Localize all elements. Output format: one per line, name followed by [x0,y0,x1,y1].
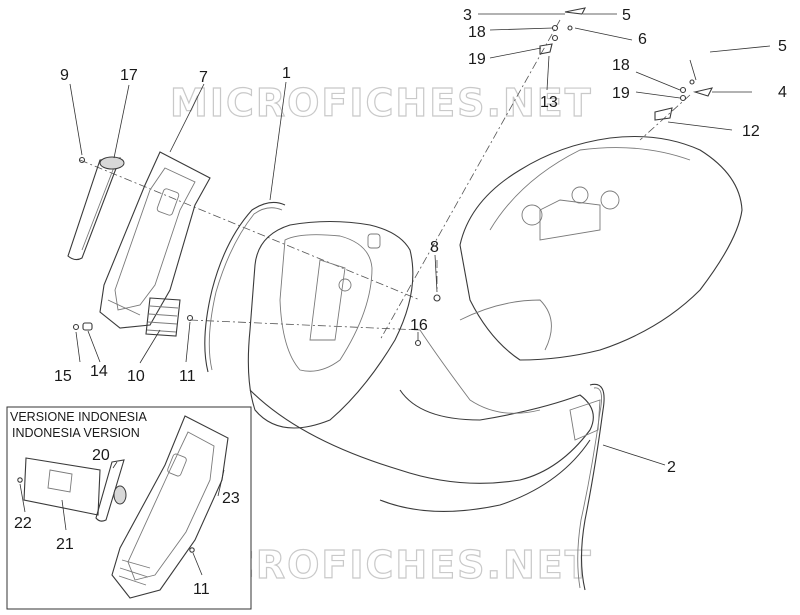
callout-5-right: 5 [778,38,787,55]
part-front-leg-shield [247,220,414,429]
screw-9 [78,156,86,164]
callout-21: 21 [56,536,74,553]
callout-numbers: 1 2 3 4 5 5 6 7 8 9 10 11 11 12 13 14 15… [14,7,787,598]
callout-11: 11 [179,368,196,385]
callout-12: 12 [742,123,760,140]
callout-19-top: 19 [468,51,486,68]
callout-23: 23 [222,490,240,507]
assembly-axis-lines [79,19,691,341]
part-seal-strip-rear [580,383,605,591]
callout-14: 14 [90,363,108,380]
callout-22: 22 [14,515,32,532]
screw-15 [72,323,80,331]
callout-7: 7 [199,69,208,86]
callout-9: 9 [60,67,69,84]
screw-11 [186,314,194,322]
leader-lines [69,13,771,466]
part-grille [145,297,181,337]
callout-15: 15 [54,368,72,385]
inset-title-line1: VERSIONE INDONESIA [10,410,147,424]
inset-indonesia-version: VERSIONE INDONESIA INDONESIA VERSION [6,406,252,610]
callout-1: 1 [282,65,291,82]
screw-8 [433,294,441,302]
callout-18-top: 18 [468,24,486,41]
watermark-top: MICROFICHES.NET [170,81,593,125]
part-grip-bar [67,156,125,261]
callout-16: 16 [410,317,428,334]
screw-16 [414,339,422,347]
callout-18-right: 18 [612,57,630,74]
callout-11-inset: 11 [193,581,210,598]
callout-13: 13 [540,94,558,111]
callout-20: 20 [92,447,110,464]
callout-19-right: 19 [612,85,630,102]
callout-3: 3 [463,7,472,24]
part-scooter-frame [249,136,743,512]
callout-2: 2 [667,459,676,476]
callout-5-top: 5 [622,7,631,24]
part-seal-strip-front [204,201,286,373]
callout-8: 8 [430,239,439,256]
callout-10: 10 [127,368,145,385]
callout-4: 4 [778,84,787,101]
callout-17: 17 [120,67,138,84]
fasteners-top [539,7,714,121]
callout-6: 6 [638,31,647,48]
part-leg-shield-cover [99,151,211,329]
nut-14 [82,322,93,331]
inset-title-line2: INDONESIA VERSION [12,426,140,440]
